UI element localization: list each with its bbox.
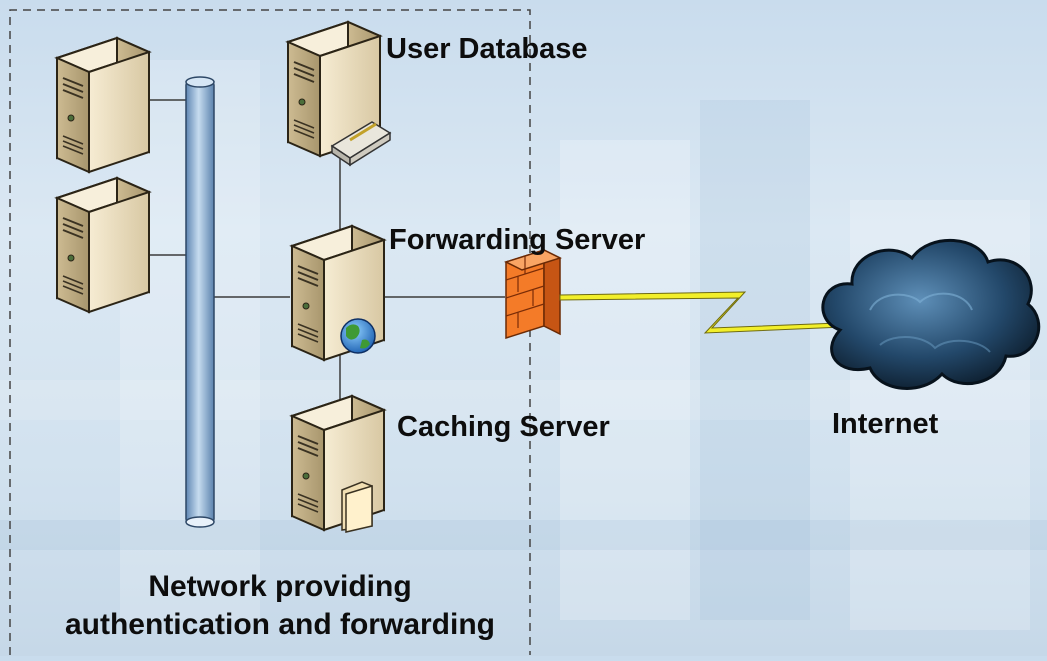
firewall-icon [504,248,562,340]
user-database-label: User Database [386,33,588,65]
forwarding-server [291,225,385,361]
globe-icon [340,318,376,354]
network-caption: Network providing authentication and for… [30,568,530,644]
database-drive-icon [330,121,392,167]
user-database-server [287,21,392,167]
server-icon [56,177,150,313]
caching-server-label: Caching Server [397,411,610,443]
folder-icon [341,481,373,533]
cloud-icon [821,238,1041,390]
forwarding-server-label: Forwarding Server [389,224,646,256]
internet-label: Internet [832,408,939,440]
caching-server [291,395,385,533]
network-caption-line1: Network providing [148,570,412,603]
server-icon [56,37,150,173]
network-caption-line2: authentication and forwarding [64,608,495,641]
network-bus-icon [185,76,215,528]
network-boundary [9,9,531,655]
